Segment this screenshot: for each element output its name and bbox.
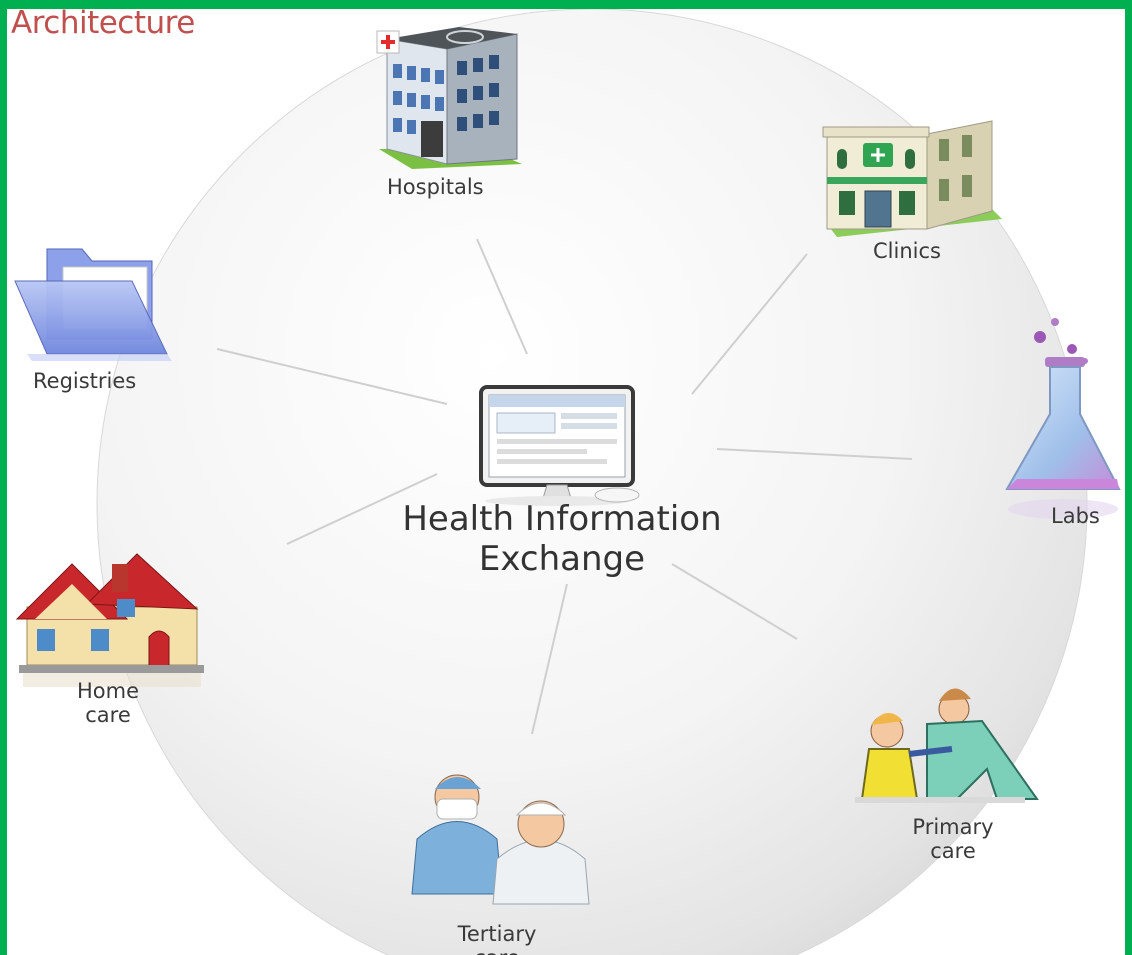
primary-care-icon xyxy=(855,688,1039,803)
center-label-line-1: Health Information xyxy=(402,499,722,539)
primary-care-line-1: Primary xyxy=(912,815,994,839)
home-care-line-2: care xyxy=(85,703,131,727)
node-label-clinics: Clinics xyxy=(873,239,941,263)
diagram-frame: Architecture Health Information Exchange… xyxy=(7,9,1125,955)
hospital-icon xyxy=(376,27,522,169)
node-label-home-care: Home care xyxy=(63,679,153,727)
center-label-line-2: Exchange xyxy=(478,539,646,579)
clinic-icon xyxy=(822,120,1002,237)
connection-spokes xyxy=(216,238,913,735)
folder-icon xyxy=(14,248,172,361)
diagram-title: Architecture xyxy=(11,9,195,41)
node-label-primary-care: Primary care xyxy=(903,815,1003,863)
house-icon xyxy=(15,553,204,687)
node-label-registries: Registries xyxy=(33,369,137,393)
center-label: Health Information Exchange xyxy=(352,499,772,579)
node-label-tertiary-care: Tertiary care xyxy=(447,922,547,955)
home-care-line-1: Home xyxy=(76,679,139,703)
node-label-labs: Labs xyxy=(1051,504,1100,528)
tertiary-care-icon xyxy=(411,774,590,905)
computer-monitor-icon xyxy=(479,385,640,506)
primary-care-line-2: care xyxy=(930,839,976,863)
flask-icon xyxy=(1005,318,1121,519)
architecture-diagram xyxy=(14,9,1121,955)
tertiary-care-line-2: care xyxy=(447,946,547,955)
node-label-hospitals: Hospitals xyxy=(387,175,484,199)
tertiary-care-line-1: Tertiary xyxy=(457,922,537,946)
